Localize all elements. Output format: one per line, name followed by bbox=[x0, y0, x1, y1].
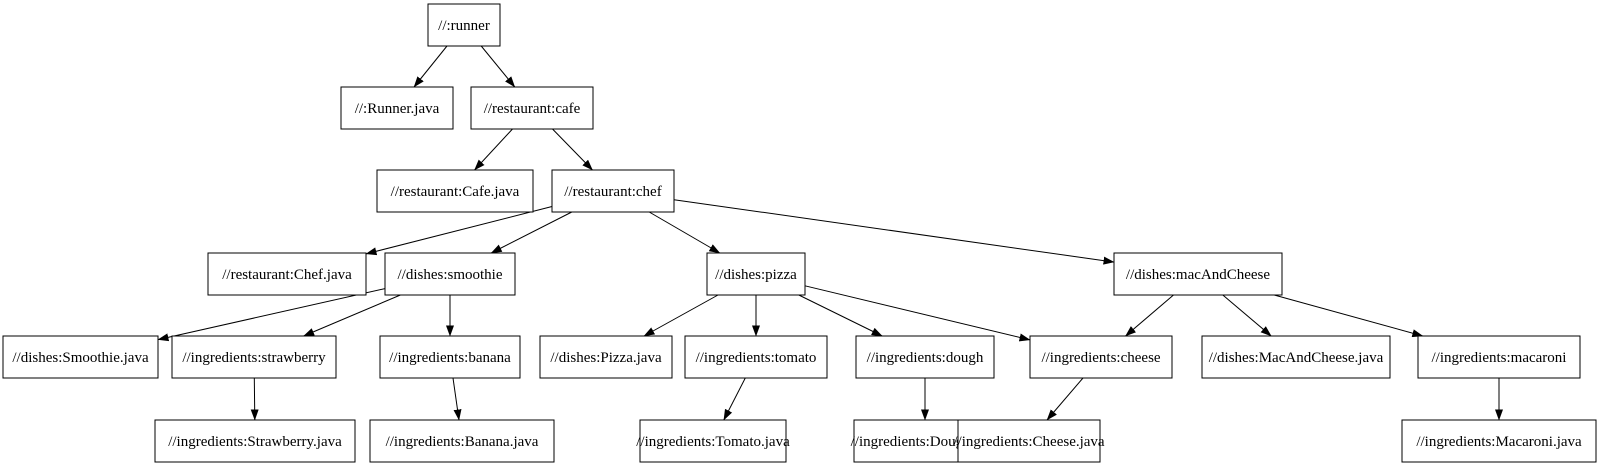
node-box bbox=[154, 419, 356, 463]
node-box bbox=[369, 419, 555, 463]
node-box bbox=[1029, 335, 1173, 379]
node-label: //ingredients:Strawberry.java bbox=[168, 434, 342, 450]
node-cafe_java: //restaurant:Cafe.java bbox=[376, 169, 534, 213]
edge-cafe-to-cafe_java bbox=[474, 128, 513, 171]
node-label: //dishes:macAndCheese bbox=[1126, 267, 1270, 283]
node-strawberry: //ingredients:strawberry bbox=[171, 335, 337, 379]
node-box bbox=[427, 3, 501, 47]
nodes-layer: //:runner //:Runner.java //restaurant:cafe… bbox=[2, 3, 1597, 463]
edge-smoothie-to-strawberry bbox=[303, 294, 401, 337]
node-pizza_java: //dishes:Pizza.java bbox=[539, 335, 673, 379]
node-strawberry_java: //ingredients:Strawberry.java bbox=[154, 419, 356, 463]
node-box bbox=[376, 169, 534, 213]
node-smoothie_java: //dishes:Smoothie.java bbox=[2, 335, 159, 379]
node-label: //ingredients:banana bbox=[389, 350, 511, 366]
edge-mac_and_cheese-to-macaroni bbox=[1274, 294, 1424, 338]
node-banana_java: //ingredients:Banana.java bbox=[369, 419, 555, 463]
node-label: //ingredients:tomato bbox=[696, 350, 817, 366]
edge-chef-to-pizza bbox=[648, 211, 721, 254]
edge-cafe-to-chef bbox=[552, 128, 593, 171]
edge-tomato-to-tomato_java bbox=[723, 377, 746, 421]
edges-layer bbox=[157, 45, 1503, 421]
edge-chef-to-mac_and_cheese bbox=[673, 199, 1115, 265]
node-box bbox=[384, 252, 516, 296]
edge-pizza-to-pizza_java bbox=[643, 294, 719, 337]
node-cheese: //ingredients:cheese bbox=[1029, 335, 1173, 379]
node-box bbox=[706, 252, 806, 296]
node-label: //ingredients:Banana.java bbox=[386, 434, 539, 450]
node-box bbox=[551, 169, 675, 213]
node-box bbox=[2, 335, 159, 379]
node-label: //:runner bbox=[438, 18, 490, 34]
node-chef_java: //restaurant:Chef.java bbox=[207, 252, 367, 296]
edge-pizza-to-cheese bbox=[804, 285, 1031, 342]
node-banana: //ingredients:banana bbox=[379, 335, 521, 379]
edge-chef-to-smoothie bbox=[490, 211, 573, 254]
node-label: //dishes:Smoothie.java bbox=[12, 350, 149, 366]
node-tomato_java: //ingredients:Tomato.java bbox=[636, 419, 790, 463]
node-label: //dishes:pizza bbox=[715, 267, 797, 283]
node-label: //ingredients:Cheese.java bbox=[953, 434, 1105, 450]
node-runner_java: //:Runner.java bbox=[340, 86, 454, 130]
edge-smoothie-to-smoothie_java bbox=[157, 288, 386, 342]
edge-strawberry-to-strawberry_java bbox=[250, 377, 259, 421]
edge-runner-to-runner_java bbox=[413, 45, 448, 88]
node-dough: //ingredients:dough bbox=[855, 335, 995, 379]
node-box bbox=[957, 419, 1101, 463]
node-box bbox=[639, 419, 787, 463]
node-label: //dishes:smoothie bbox=[398, 267, 503, 283]
node-box bbox=[539, 335, 673, 379]
node-macaroni: //ingredients:macaroni bbox=[1417, 335, 1581, 379]
node-label: //:Runner.java bbox=[355, 101, 440, 117]
edge-mac_and_cheese-to-cheese bbox=[1125, 294, 1174, 337]
node-label: //restaurant:chef bbox=[564, 184, 661, 200]
node-box bbox=[340, 86, 454, 130]
node-macaroni_java: //ingredients:Macaroni.java bbox=[1401, 419, 1597, 463]
node-tomato: //ingredients:tomato bbox=[684, 335, 828, 379]
edge-chef-to-chef_java bbox=[365, 206, 553, 256]
node-box bbox=[1113, 252, 1283, 296]
node-label: //ingredients:cheese bbox=[1041, 350, 1160, 366]
node-box bbox=[379, 335, 521, 379]
edge-banana-to-banana_java bbox=[452, 377, 462, 421]
node-label: //dishes:Pizza.java bbox=[550, 350, 662, 366]
node-smoothie: //dishes:smoothie bbox=[384, 252, 516, 296]
node-pizza: //dishes:pizza bbox=[706, 252, 806, 296]
edge-cheese-to-cheese_java bbox=[1046, 377, 1084, 421]
node-box bbox=[1417, 335, 1581, 379]
node-label: //dishes:MacAndCheese.java bbox=[1209, 350, 1384, 366]
node-label: //ingredients:macaroni bbox=[1432, 350, 1567, 366]
node-mac_and_cheese_java: //dishes:MacAndCheese.java bbox=[1201, 335, 1391, 379]
node-box bbox=[684, 335, 828, 379]
node-label: //restaurant:Cafe.java bbox=[391, 184, 520, 200]
node-label: //ingredients:dough bbox=[867, 350, 984, 366]
node-label: //ingredients:Macaroni.java bbox=[1416, 434, 1582, 450]
node-runner: //:runner bbox=[427, 3, 501, 47]
node-label: //ingredients:strawberry bbox=[182, 350, 326, 366]
node-box bbox=[1201, 335, 1391, 379]
node-label: //restaurant:Chef.java bbox=[222, 267, 352, 283]
node-box bbox=[207, 252, 367, 296]
node-cafe: //restaurant:cafe bbox=[470, 86, 594, 130]
edge-runner-to-cafe bbox=[480, 45, 516, 88]
node-label: //ingredients:Tomato.java bbox=[636, 434, 790, 450]
node-box bbox=[855, 335, 995, 379]
node-box bbox=[1401, 419, 1597, 463]
edge-mac_and_cheese-to-mac_and_cheese_java bbox=[1222, 294, 1272, 337]
node-label: //restaurant:cafe bbox=[484, 101, 581, 117]
node-box bbox=[470, 86, 594, 130]
edge-pizza-to-dough bbox=[798, 294, 883, 337]
node-box bbox=[171, 335, 337, 379]
node-cheese_java: //ingredients:Cheese.java bbox=[953, 419, 1105, 463]
node-mac_and_cheese: //dishes:macAndCheese bbox=[1113, 252, 1283, 296]
node-chef: //restaurant:chef bbox=[551, 169, 675, 213]
